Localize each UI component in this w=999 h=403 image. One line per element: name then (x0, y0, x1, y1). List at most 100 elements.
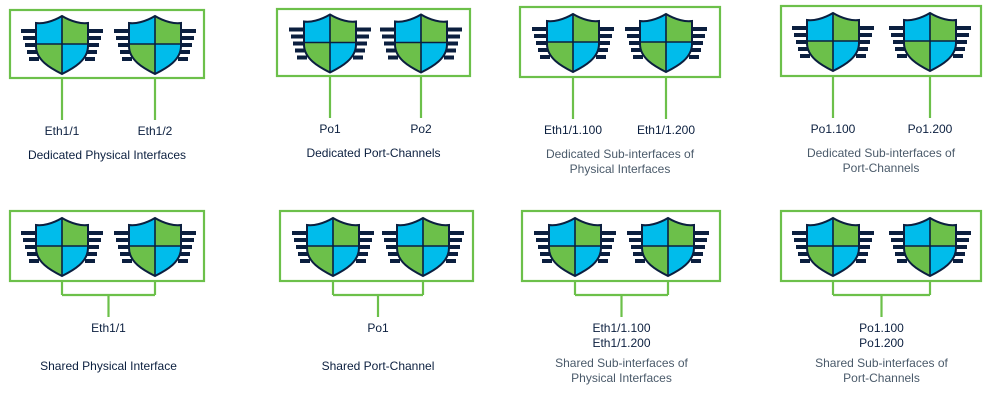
signal-bar (596, 48, 608, 52)
shield-icon (114, 14, 196, 76)
signal-bar (85, 259, 95, 263)
signal-bar (118, 43, 132, 47)
signal-bar (689, 34, 705, 38)
interface-label: Eth1/1 (91, 321, 126, 335)
diagram-caption: Dedicated Sub-interfaces of (806, 146, 956, 160)
shield-icon (532, 12, 614, 74)
signal-bar (691, 231, 709, 235)
signal-bar (122, 57, 132, 61)
shield-icon (792, 216, 874, 278)
interface-label: Eth1/1.100 (592, 321, 651, 335)
signal-bar (382, 231, 400, 235)
interface-label: Eth1/1.100 (543, 123, 603, 137)
signal-bar (897, 54, 907, 58)
device-box (520, 209, 722, 283)
signal-bar (384, 41, 398, 46)
dedicated-interface-group (275, 7, 472, 118)
shield-icon (625, 12, 707, 74)
shared-interface-group (8, 209, 206, 317)
signal-bar (21, 231, 39, 235)
signal-bar (114, 29, 132, 33)
signal-bar (178, 29, 196, 33)
signal-bar (178, 36, 194, 40)
signal-bar (23, 238, 39, 242)
signal-bar (953, 259, 963, 263)
signal-bar (85, 57, 95, 61)
signal-bar (631, 245, 645, 249)
signal-bar (388, 252, 400, 256)
signal-bar (691, 245, 705, 249)
signal-bar (297, 55, 307, 60)
signal-bar (889, 26, 907, 30)
signal-bar (798, 252, 810, 256)
signal-bar (122, 259, 132, 263)
signal-bar (356, 245, 370, 249)
signal-bar (536, 41, 550, 45)
signal-bar (689, 48, 701, 52)
shield-icon (889, 11, 971, 73)
signal-bar (534, 231, 552, 235)
device-box (518, 5, 722, 79)
shield-icon (382, 216, 464, 278)
signal-bar (116, 238, 132, 242)
signal-bar (889, 231, 907, 235)
signal-bar (893, 245, 907, 249)
signal-bar (796, 40, 810, 44)
signal-bar (116, 36, 132, 40)
signal-bar (596, 34, 612, 38)
signal-bar (178, 252, 190, 256)
diagram-caption: Shared Sub-interfaces of (555, 356, 688, 370)
signal-bar (390, 259, 400, 263)
interface-label: Eth1/1.200 (592, 336, 651, 350)
signal-bar (689, 55, 699, 59)
signal-bar (85, 43, 99, 47)
signal-bar (856, 238, 872, 242)
signal-bar (627, 231, 645, 235)
signal-bar (856, 40, 870, 44)
signal-bar (296, 245, 310, 249)
signal-bar (380, 27, 398, 32)
diagram-caption: Dedicated Sub-interfaces of (545, 147, 695, 161)
signal-bar (689, 41, 703, 45)
signal-bar (542, 259, 552, 263)
interface-label: Eth1/1 (44, 124, 80, 138)
signal-bar (856, 252, 868, 256)
diagram-caption: Port-Channels (843, 371, 920, 385)
signal-bar (298, 252, 310, 256)
signal-bar (444, 48, 456, 53)
signal-bar (953, 26, 971, 30)
signal-bar (292, 231, 310, 235)
signal-bar (25, 245, 39, 249)
signal-bar (856, 231, 874, 235)
signal-bar (21, 29, 39, 33)
signal-bar (85, 252, 97, 256)
shield-icon (627, 216, 709, 278)
signal-bar (85, 29, 103, 33)
signal-bar (953, 40, 967, 44)
signal-bar (629, 41, 643, 45)
device-box (278, 209, 475, 283)
shield-icon (21, 216, 103, 278)
signal-bar (794, 238, 810, 242)
signal-bar (897, 259, 907, 263)
signal-bar (178, 259, 188, 263)
signal-bar (444, 27, 462, 32)
signal-bar (23, 36, 39, 40)
signal-bar (295, 48, 307, 53)
signal-bar (538, 48, 550, 52)
signal-bar (382, 34, 398, 39)
signal-bar (25, 43, 39, 47)
shield-icon (21, 14, 103, 76)
signal-bar (540, 55, 550, 59)
signal-bar (598, 259, 608, 263)
signal-bar (891, 238, 907, 242)
signal-bar (388, 55, 398, 60)
signal-bar (598, 252, 610, 256)
signal-bar (800, 54, 810, 58)
signal-bar (114, 231, 132, 235)
signal-bar (446, 231, 464, 235)
signal-bar (85, 238, 101, 242)
signal-bar (691, 238, 707, 242)
signal-bar (85, 231, 103, 235)
signal-bar (691, 252, 703, 256)
